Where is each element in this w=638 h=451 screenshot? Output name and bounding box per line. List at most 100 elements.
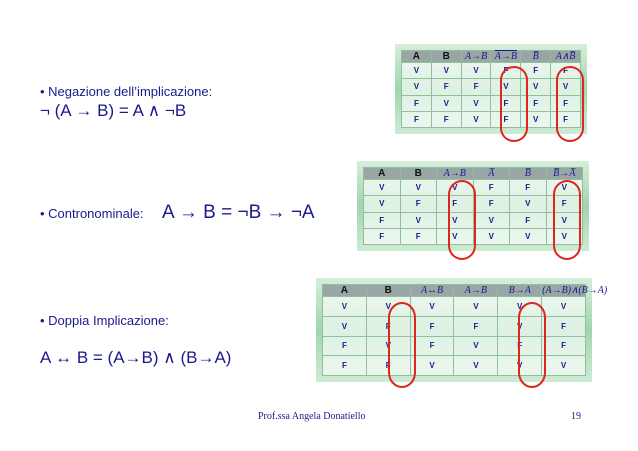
- table-cell: V: [472, 211, 510, 229]
- table-cell: V: [509, 195, 547, 213]
- header-b: B: [399, 167, 437, 180]
- contranominal-title: • Contronominale:: [40, 206, 144, 221]
- table-cell: F: [460, 78, 492, 96]
- table-cell: F: [365, 355, 411, 376]
- table-header-row: A B A↔B A→B B→A (A→B)∧(B→A): [322, 284, 608, 297]
- table-cell: V: [430, 94, 462, 112]
- table-cell: F: [541, 315, 586, 337]
- header-a: A: [401, 50, 432, 63]
- header-a-implies-b: A→B: [436, 167, 474, 180]
- table-cell: V: [509, 227, 547, 246]
- table-cell: F: [545, 195, 583, 213]
- table-cell: F: [490, 110, 522, 129]
- contranominal-formula: A → B = ¬B → ¬A: [162, 202, 315, 223]
- table-cell: V: [545, 227, 583, 246]
- table-cell: F: [520, 94, 552, 112]
- header-a-implies-b: A→B: [453, 284, 499, 297]
- table-cell: F: [401, 94, 432, 112]
- table-cell: V: [365, 296, 411, 317]
- table-cell: V: [409, 355, 455, 376]
- page-number: 19: [571, 411, 581, 422]
- table-cell: V: [497, 296, 543, 317]
- header-not-a-implies-b: A→B: [490, 50, 522, 63]
- header-a-iff-b: A↔B: [409, 284, 455, 297]
- table-cell: F: [550, 61, 581, 80]
- header-not-b: B̅: [520, 50, 552, 63]
- table-cell: F: [430, 110, 462, 129]
- double-implication-formula: A ↔ B = (A→B) ∧ (B→A): [40, 348, 232, 367]
- table-cell: V: [436, 211, 474, 229]
- negation-formula: ¬ (A → B) = A ∧ ¬B: [40, 101, 187, 120]
- table-cell: V: [399, 178, 437, 197]
- table-cell: V: [399, 211, 437, 229]
- table-cell: F: [520, 61, 552, 80]
- table-cell: F: [363, 227, 401, 246]
- table-cell: F: [472, 195, 510, 213]
- table-cell: F: [399, 227, 437, 246]
- table-cell: F: [363, 211, 401, 229]
- header-b: B: [365, 284, 411, 297]
- table-cell: F: [409, 335, 455, 357]
- header-a-and-not-b: A∧B̅: [550, 50, 581, 63]
- table-cell: F: [541, 335, 586, 357]
- table-cell: F: [365, 315, 411, 337]
- table-cell: V: [453, 335, 499, 357]
- table-cell: F: [550, 110, 581, 129]
- table-cell: F: [401, 110, 432, 129]
- table-cell: V: [545, 211, 583, 229]
- table-cell: V: [460, 94, 492, 112]
- header-b: B: [430, 50, 462, 63]
- table-cell: V: [520, 110, 552, 129]
- table-cell: F: [453, 315, 499, 337]
- table-cell: V: [401, 61, 432, 80]
- table-cell: V: [497, 315, 543, 337]
- table-cell: V: [322, 296, 367, 317]
- header-a: A: [363, 167, 401, 180]
- table-cell: V: [520, 78, 552, 96]
- table-cell: F: [509, 178, 547, 197]
- table-cell: F: [399, 195, 437, 213]
- table-cell: V: [453, 355, 499, 376]
- table-cell: F: [472, 178, 510, 197]
- table-cell: V: [541, 296, 586, 317]
- header-not-a: A̅: [472, 167, 510, 180]
- header-not-b-implies-not-a: B̅→A̅: [545, 167, 583, 180]
- negation-title: • Negazione dell’implicazione:: [40, 84, 213, 99]
- table-cell: V: [322, 315, 367, 337]
- table-cell: F: [322, 355, 367, 376]
- table-cell: F: [490, 94, 522, 112]
- table-cell: F: [436, 195, 474, 213]
- table-cell: F: [509, 211, 547, 229]
- table-cell: F: [550, 94, 581, 112]
- table-cell: V: [541, 355, 586, 376]
- table-cell: V: [363, 195, 401, 213]
- table-cell: F: [322, 335, 367, 357]
- table-cell: V: [401, 78, 432, 96]
- footer-author: Prof.ssa Angela Donatiello: [258, 411, 366, 422]
- table-cell: F: [497, 335, 543, 357]
- table-cell: F: [490, 61, 522, 80]
- double-implication-title: • Doppia Implicazione:: [40, 313, 169, 328]
- table-cell: V: [545, 178, 583, 197]
- table-cell: V: [550, 78, 581, 96]
- table-cell: F: [409, 315, 455, 337]
- table-cell: V: [460, 110, 492, 129]
- table-cell: V: [497, 355, 543, 376]
- header-conjunction: (A→B)∧(B→A): [541, 284, 608, 297]
- header-not-b: B̅: [509, 167, 547, 180]
